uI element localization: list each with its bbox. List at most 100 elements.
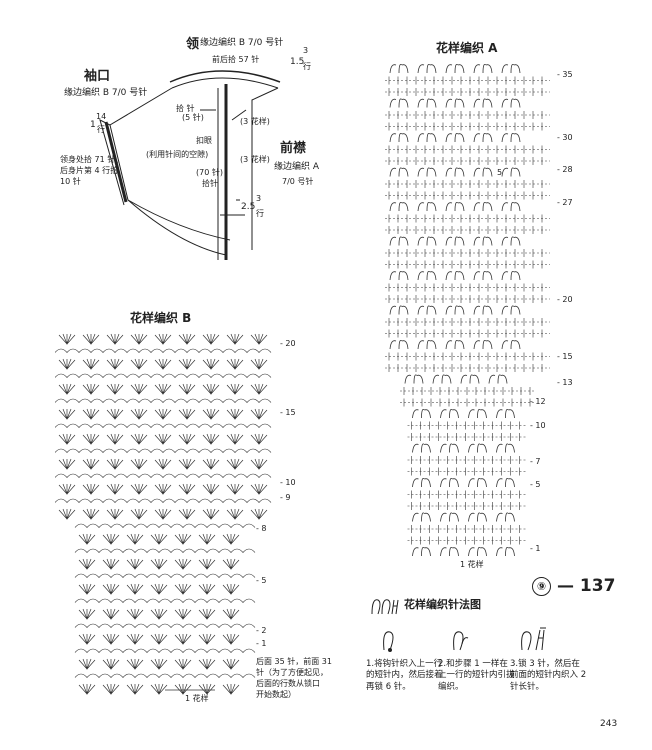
chart-a-row-number: - 30 xyxy=(557,133,573,142)
fan-stitch xyxy=(468,546,487,557)
front-title: 前襟 xyxy=(280,141,307,156)
chart-b-note-2: 针（为了方便起见， xyxy=(256,668,328,677)
shell-stitch xyxy=(126,533,144,545)
shell-stitch xyxy=(126,683,144,695)
chain-arc-row xyxy=(74,623,256,628)
chart-a-inner-number: 5 xyxy=(497,168,503,177)
fan-stitch xyxy=(501,63,521,74)
fan-stitch xyxy=(412,443,431,453)
shell-stitch xyxy=(154,433,172,445)
cuff-frac-bot: 行 xyxy=(97,125,105,134)
chart-b-repeat: 1 花样 xyxy=(185,694,209,703)
fan-stitch xyxy=(445,270,465,281)
fan-stitch xyxy=(389,305,409,315)
fan-stitch xyxy=(473,201,493,212)
shell-stitch xyxy=(202,408,220,420)
shell-stitch xyxy=(202,358,220,370)
shell-stitch xyxy=(226,458,244,470)
collar-pickup: 前后拾 57 针 xyxy=(212,55,260,64)
shell-stitch xyxy=(226,408,244,420)
front-pickup: (70 针) xyxy=(196,168,223,177)
shell-stitch xyxy=(106,383,124,395)
chart-a-row-number: - 20 xyxy=(557,295,573,304)
shell-stitch xyxy=(58,433,76,445)
shell-stitch xyxy=(82,433,100,445)
cuff-title: 袖口 xyxy=(84,69,111,84)
chart-a-row-number: - 13 xyxy=(557,378,573,387)
fan-stitch xyxy=(404,374,424,384)
chart-a-repeat: 1 花样 xyxy=(460,560,484,569)
shell-stitch xyxy=(82,408,100,420)
shell-stitch xyxy=(58,483,76,495)
shell-stitch xyxy=(58,333,76,345)
fan-stitch xyxy=(496,546,515,557)
chain-arc-row xyxy=(55,373,272,378)
fan-stitch xyxy=(445,201,465,212)
chart-b-row-number: - 1 xyxy=(256,639,267,648)
shell-stitch xyxy=(198,683,216,695)
hem-rows: 2.5 xyxy=(241,202,256,212)
shell-stitch xyxy=(250,383,268,395)
shell-stitch xyxy=(126,658,144,670)
shell-stitch xyxy=(174,533,192,545)
shell-stitch xyxy=(174,583,192,595)
fan-stitch xyxy=(473,339,493,350)
shell-stitch xyxy=(106,458,124,470)
chain-arc-row xyxy=(55,498,272,503)
shell-stitch xyxy=(250,508,268,520)
fan-stitch xyxy=(440,443,459,453)
step-2-text: 2.和步骤 1 一样在上一行的短针内引拔编织。 xyxy=(438,659,515,692)
fan-stitch xyxy=(412,512,431,522)
shell-stitch xyxy=(58,408,76,420)
fan-stitch xyxy=(417,339,437,350)
shell-stitch xyxy=(198,583,216,595)
front-edge: 缘边编织 A xyxy=(274,162,320,172)
shell-stitch xyxy=(202,483,220,495)
collar-edge: 缘边编织 B 7/0 号针 xyxy=(200,38,284,48)
shell-stitch xyxy=(106,358,124,370)
fan-stitch xyxy=(389,270,409,281)
fan-stitch xyxy=(468,512,487,522)
fan-stitch xyxy=(496,408,515,419)
shell-stitch xyxy=(130,333,148,345)
chart-a-row-number: - 27 xyxy=(557,198,573,207)
shell-stitch xyxy=(178,508,196,520)
shell-stitch xyxy=(102,683,120,695)
fan-stitch xyxy=(445,132,465,143)
chart-b-row-number: - 8 xyxy=(256,524,267,533)
buttonhole-2: (利用针间的空隙) xyxy=(146,150,209,159)
fan-stitch xyxy=(496,512,515,522)
cuff-note-3: 10 针 xyxy=(60,177,81,186)
fan-stitch xyxy=(445,167,465,177)
shell-stitch xyxy=(78,583,96,595)
chart-b-title: 花样编织 B xyxy=(130,311,192,325)
shell-stitch xyxy=(82,508,100,520)
chain-arc-row xyxy=(74,598,256,603)
hem-frac-bot: 行 xyxy=(256,209,264,218)
fan-stitch xyxy=(389,167,409,177)
fan-stitch xyxy=(473,98,493,108)
fan-stitch xyxy=(389,132,409,143)
shell-stitch xyxy=(202,433,220,445)
shell-stitch xyxy=(150,683,168,695)
page-number: 243 xyxy=(600,719,618,729)
shell-stitch xyxy=(154,383,172,395)
shell-stitch xyxy=(106,483,124,495)
shell-stitch xyxy=(198,608,216,620)
chart-b-note-1: 后面 35 针，前面 31 xyxy=(256,657,332,666)
cuff-note-1: 领身处拾 71 针、 xyxy=(60,155,124,164)
fan-stitch xyxy=(445,63,465,74)
fan-stitch xyxy=(496,443,515,453)
shell-stitch xyxy=(222,633,240,645)
shell-stitch xyxy=(154,483,172,495)
shell-stitch xyxy=(78,608,96,620)
shell-stitch xyxy=(174,683,192,695)
chart-b-row-number: - 20 xyxy=(280,339,296,348)
shell-stitch xyxy=(106,408,124,420)
shell-stitch xyxy=(130,433,148,445)
fan-stitch xyxy=(473,236,493,246)
shell-stitch xyxy=(250,408,268,420)
chain-arc-row xyxy=(55,423,272,428)
shell-stitch xyxy=(250,483,268,495)
shell-stitch xyxy=(250,433,268,445)
